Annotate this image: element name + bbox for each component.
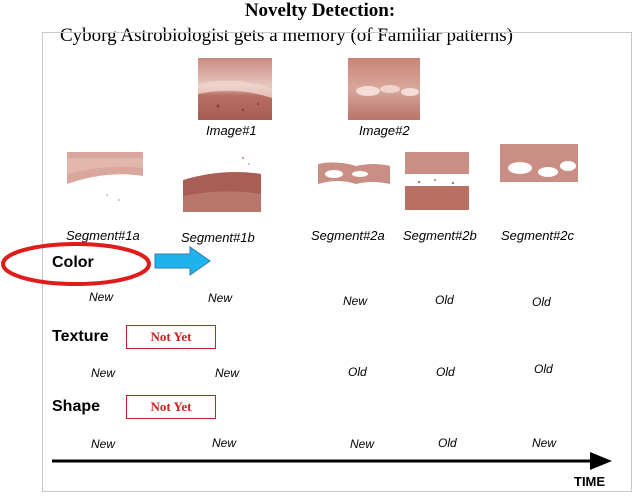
texture-feature-label: Texture (52, 328, 109, 345)
image-1-thumbnail (198, 58, 272, 120)
color-feature-label: Color (52, 254, 94, 271)
segment-2a-thumbnail (318, 162, 390, 184)
timeline-arrow (52, 452, 612, 470)
segment-2c-label: Segment#2c (501, 228, 574, 243)
texture-result: New (215, 366, 240, 380)
texture-result: New (91, 366, 116, 380)
diagram-subtitle: Cyborg Astrobiologist gets a memory (of … (60, 25, 513, 46)
progress-arrow-icon (154, 246, 211, 276)
texture-result: Old (436, 365, 455, 379)
shape-result: New (212, 436, 237, 450)
texture-result: Old (348, 365, 367, 379)
segment-1a-label: Segment#1a (66, 228, 140, 243)
segment-1a-thumbnail (67, 152, 143, 201)
color-result: New (343, 294, 368, 308)
segment-1b-thumbnail (183, 157, 261, 212)
segment-2c-thumbnail (500, 144, 578, 182)
shape-result: New (532, 436, 557, 450)
image-2-thumbnail (348, 58, 420, 120)
color-result: Old (532, 295, 551, 309)
image-2-label: Image#2 (359, 123, 410, 138)
color-highlight-ellipse (1, 242, 151, 286)
segment-2a-label: Segment#2a (311, 228, 385, 243)
color-result: Old (435, 293, 454, 307)
segment-2b-label: Segment#2b (403, 228, 477, 243)
shape-result: New (350, 437, 375, 451)
texture-result: Old (534, 362, 553, 376)
color-result: New (208, 291, 233, 305)
color-result: New (89, 290, 114, 304)
time-axis-label: TIME (574, 474, 606, 489)
diagram-frame (42, 32, 632, 492)
segment-2b-thumbnail (405, 152, 469, 210)
shape-result: New (91, 437, 116, 451)
image-1-label: Image#1 (206, 123, 257, 138)
shape-not-yet-box: Not Yet (126, 395, 216, 419)
shape-feature-label: Shape (52, 398, 101, 415)
segment-1b-label: Segment#1b (181, 230, 255, 245)
diagram-title: Novelty Detection: (244, 0, 396, 21)
texture-not-yet-box: Not Yet (126, 325, 216, 349)
shape-result: Old (438, 436, 457, 450)
